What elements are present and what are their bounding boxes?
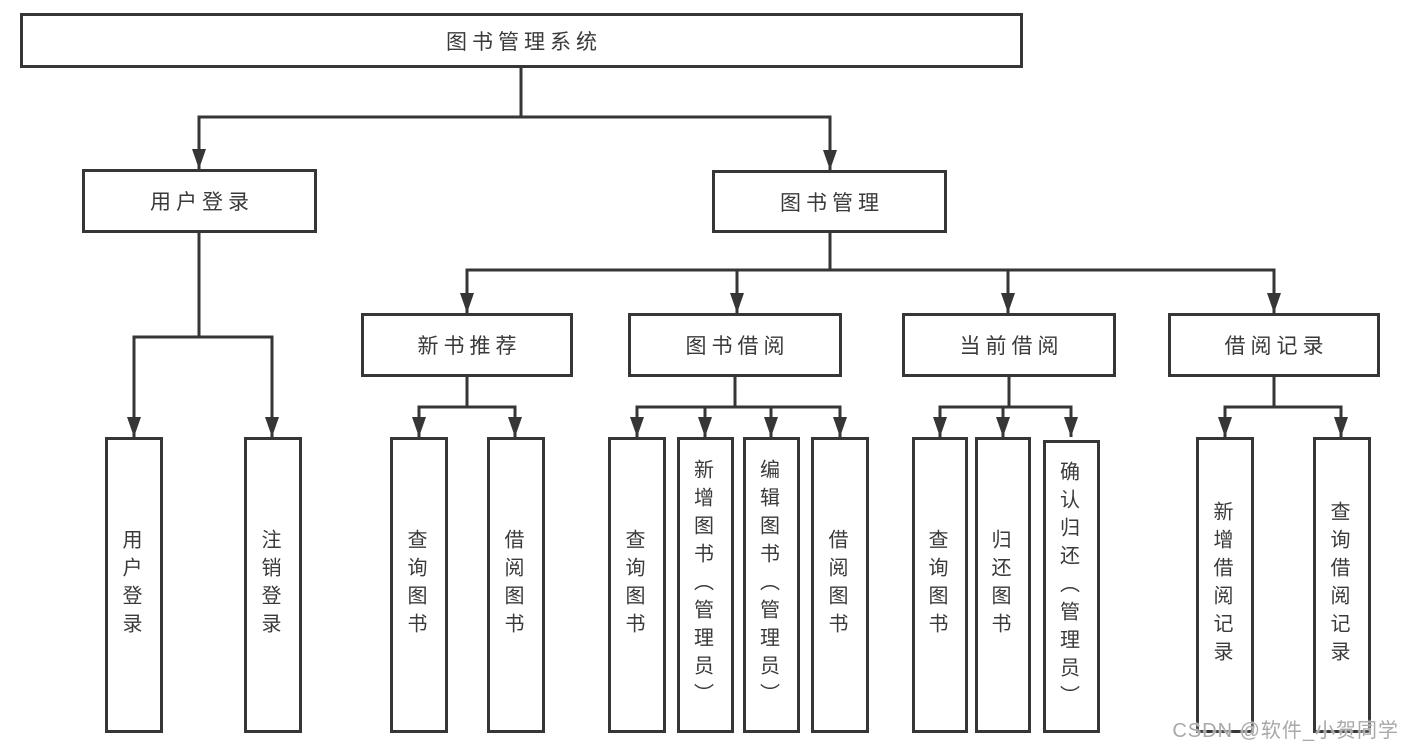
csdn-watermark: CSDN @软件_小贺同学 — [1172, 720, 1399, 742]
node-label: 图书借阅 — [685, 335, 790, 358]
node-label: 图书管理 — [780, 191, 884, 215]
leaf-label: 确认归还︵管理员︶ — [1056, 460, 1079, 713]
leaf-label: 查询图书 — [622, 529, 644, 641]
leaf-add-books-admin: 新增图书︵管理员︶ — [677, 437, 734, 733]
leaf-borrow-books: 借阅图书 — [487, 437, 545, 733]
leaf-label: 借阅图书 — [501, 529, 523, 641]
leaf-borrow-books: 借阅图书 — [811, 437, 869, 733]
leaf-label: 借阅图书 — [825, 529, 847, 641]
leaf-label: 查询图书 — [925, 529, 947, 641]
node-label: 当前借阅 — [959, 335, 1064, 358]
leaf-query-books: 查询图书 — [912, 437, 968, 733]
leaf-label: 编辑图书︵管理员︶ — [756, 459, 779, 711]
node-label: 借阅记录 — [1224, 335, 1329, 358]
leaf-edit-books-admin: 编辑图书︵管理员︶ — [743, 437, 800, 733]
leaf-return-books: 归还图书 — [975, 437, 1031, 733]
node-borrowing-records: 借阅记录 — [1168, 313, 1380, 377]
leaf-add-borrow-record: 新增借阅记录 — [1196, 437, 1254, 733]
node-label: 图书管理系统 — [446, 30, 602, 54]
node-book-management: 图书管理 — [712, 170, 947, 233]
node-user-login: 用户登录 — [82, 169, 317, 233]
leaf-confirm-return-admin: 确认归还︵管理员︶ — [1043, 440, 1100, 733]
leaf-label: 用户登录 — [119, 529, 141, 641]
leaf-query-books: 查询图书 — [390, 437, 448, 733]
node-new-book-recommendation: 新书推荐 — [361, 313, 573, 377]
arrowhead-icons — [127, 149, 1348, 437]
node-book-borrowing: 图书借阅 — [628, 313, 842, 377]
leaf-label: 查询图书 — [404, 529, 426, 641]
leaf-query-borrow-record: 查询借阅记录 — [1313, 437, 1371, 733]
node-current-borrowing: 当前借阅 — [902, 313, 1116, 377]
leaf-label: 新增借阅记录 — [1210, 501, 1232, 669]
node-label: 新书推荐 — [417, 335, 522, 358]
leaf-label: 注销登录 — [258, 529, 280, 641]
leaf-label: 新增图书︵管理员︶ — [690, 459, 713, 711]
leaf-logout: 注销登录 — [244, 437, 302, 733]
leaf-query-books: 查询图书 — [608, 437, 666, 733]
node-root-library-system: 图书管理系统 — [20, 13, 1023, 68]
leaf-label: 查询借阅记录 — [1327, 501, 1349, 669]
leaf-label: 归还图书 — [988, 529, 1010, 641]
leaf-user-login: 用户登录 — [105, 437, 163, 733]
node-label: 用户登录 — [150, 191, 254, 214]
